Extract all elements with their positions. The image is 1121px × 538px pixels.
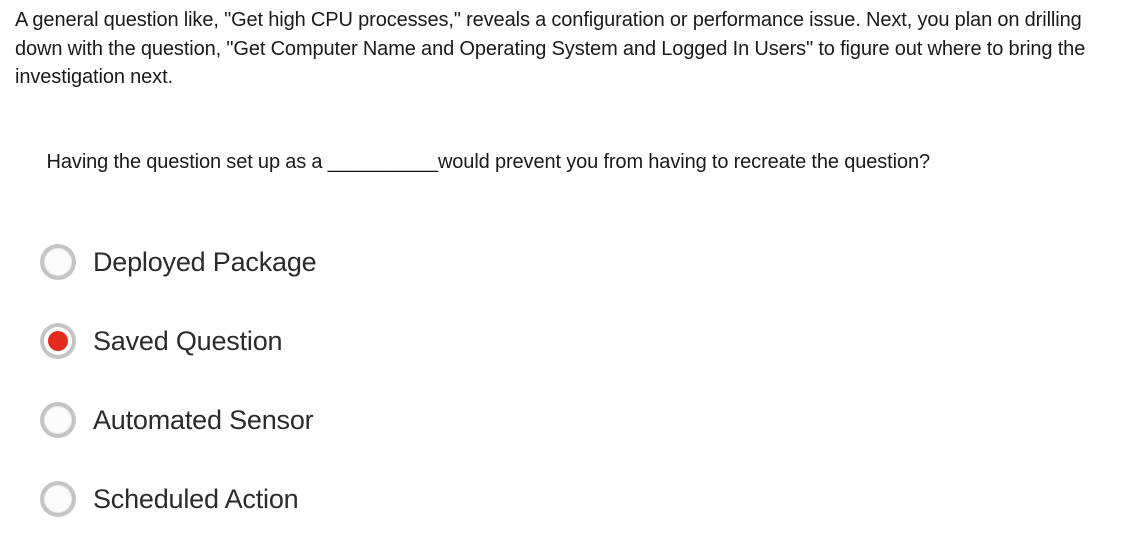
option-scheduled-action[interactable]: Scheduled Action [0, 459, 1121, 538]
option-automated-sensor[interactable]: Automated Sensor [0, 380, 1121, 459]
option-label: Scheduled Action [93, 483, 299, 514]
option-deployed-package[interactable]: Deployed Package [0, 222, 1121, 301]
fill-in-blank: __________ [327, 151, 438, 173]
question-stem: A general question like, "Get high CPU p… [15, 6, 1113, 205]
option-saved-question[interactable]: Saved Question [0, 301, 1121, 380]
option-label: Automated Sensor [93, 404, 314, 435]
answer-options-group: Deployed Package Saved Question Automate… [0, 222, 1121, 538]
radio-checked-icon[interactable] [40, 322, 76, 359]
question-paragraph-2-prefix: Having the question set up as a [46, 151, 328, 173]
question-paragraph-2-suffix: would prevent you from having to recreat… [437, 151, 931, 173]
question-paragraph-1: A general question like, "Get high CPU p… [15, 9, 1091, 88]
option-label: Deployed Package [93, 246, 317, 277]
question-paragraph-2: Having the question set up as a ________… [15, 120, 1113, 206]
radio-unchecked-icon[interactable] [40, 401, 76, 438]
option-label: Saved Question [93, 325, 283, 356]
radio-unchecked-icon[interactable] [40, 480, 76, 517]
radio-unchecked-icon[interactable] [40, 243, 76, 280]
